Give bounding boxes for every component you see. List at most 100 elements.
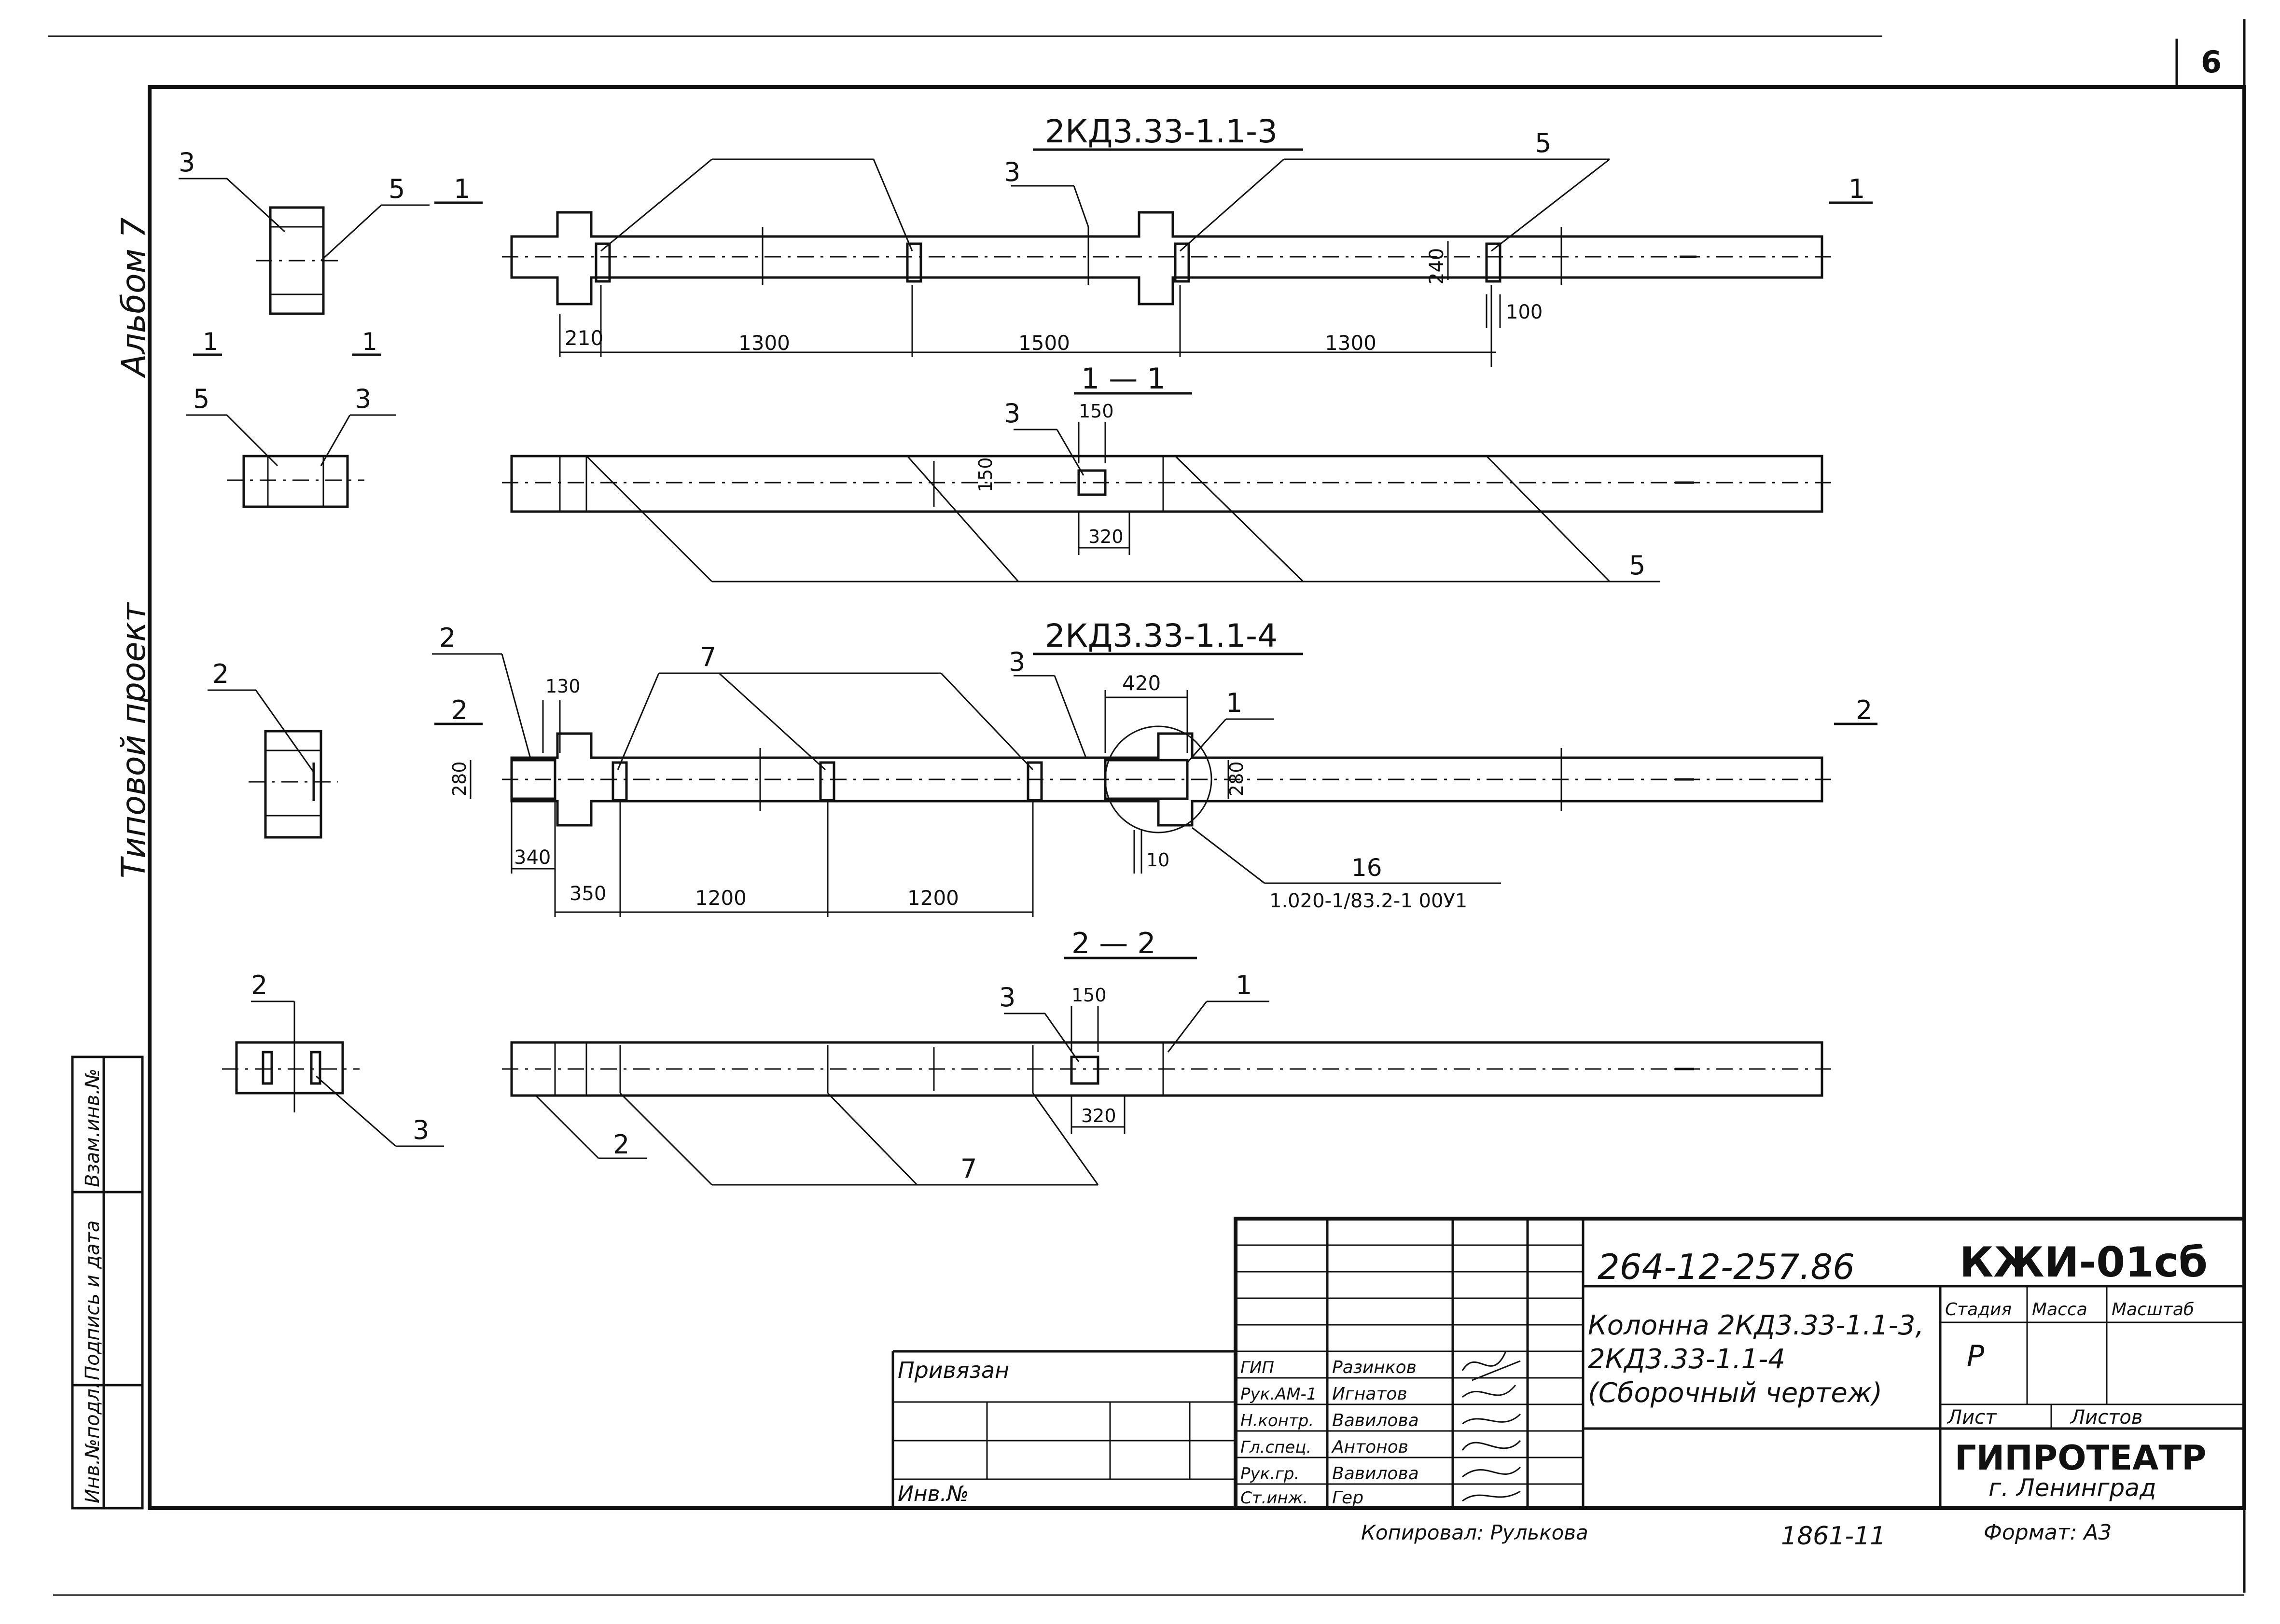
- callout-2-bottom: 2: [439, 623, 456, 653]
- sheet-code: КЖИ-01сб: [1960, 1238, 2208, 1287]
- dim-10: 10: [1146, 849, 1169, 871]
- callout-5-top: 5: [1535, 128, 1551, 158]
- dim-150-s1: 150: [1079, 401, 1114, 422]
- end-view-section-1: 5 3: [186, 384, 396, 508]
- stamp-sign-date: Подпись и дата: [82, 1221, 104, 1380]
- dim-1500: 1500: [1018, 331, 1070, 355]
- title-line-3: (Сборочный чертеж): [1588, 1377, 1882, 1409]
- mass-header: Масса: [2032, 1300, 2087, 1319]
- bottom-view-title: 2КД3.33-1.1-4: [1045, 617, 1278, 654]
- org-name: ГИПРОТЕАТР: [1955, 1438, 2206, 1478]
- callout-1-section2: 1: [1236, 970, 1252, 1000]
- svg-text:1: 1: [362, 328, 377, 356]
- dim-350: 350: [570, 883, 606, 905]
- section-1-title: 1 — 1: [1081, 362, 1166, 396]
- role-3: Гл.спец.: [1240, 1438, 1311, 1457]
- svg-text:1: 1: [1849, 174, 1865, 204]
- callout-2-section2: 2: [613, 1129, 629, 1160]
- svg-text:2: 2: [212, 659, 229, 689]
- dim-150-s2: 150: [1071, 985, 1107, 1006]
- section-2-title: 2 — 2: [1071, 927, 1156, 960]
- end-view-bottom: 2: [208, 659, 338, 839]
- title-block: [891, 1217, 2246, 1510]
- format-label: Формат: А3: [1984, 1520, 2112, 1545]
- dim-420: 420: [1122, 671, 1161, 695]
- dim-130: 130: [545, 676, 581, 697]
- name-1: Игнатов: [1332, 1384, 1407, 1404]
- name-4: Вавилова: [1332, 1464, 1419, 1484]
- role-5: Ст.инж.: [1240, 1488, 1308, 1508]
- name-5: Гер: [1332, 1488, 1363, 1508]
- section-mark-2-right: 2: [1834, 695, 1877, 725]
- callout-1-bottom: 1: [1226, 688, 1242, 718]
- section-mark-1-right: 1: [1829, 174, 1873, 204]
- svg-text:3: 3: [413, 1115, 429, 1145]
- dim-1200-a: 1200: [695, 886, 747, 910]
- sheet-number: 6: [2201, 44, 2222, 80]
- top-view-title: 2КД3.33-1.1-3: [1045, 113, 1278, 150]
- sheets-header: Листов: [2070, 1406, 2142, 1429]
- dim-240: 240: [1426, 248, 1448, 285]
- copied-by: Копировал: Рулькова: [1361, 1521, 1588, 1544]
- callout-5-end-top: 5: [389, 174, 405, 204]
- dim-1200-b: 1200: [907, 886, 959, 910]
- sheet-header: Лист: [1946, 1406, 1997, 1429]
- sheet-number-box: 6: [2177, 44, 2244, 88]
- svg-text:1: 1: [454, 174, 470, 204]
- dim-1300-a: 1300: [738, 331, 790, 355]
- column-plan-top: [502, 211, 1834, 305]
- end-view-top: 3 5 1 1: [179, 147, 430, 356]
- role-4: Рук.гр.: [1240, 1464, 1299, 1484]
- section-2-view: [502, 1041, 1834, 1097]
- stage-header: Стадия: [1945, 1300, 2012, 1319]
- dim-280-right: 280: [1226, 761, 1247, 796]
- scale-header: Масштаб: [2112, 1300, 2194, 1319]
- callout-5-section1: 5: [1629, 550, 1645, 581]
- dim-320-s2: 320: [1081, 1105, 1116, 1126]
- callout-3-end-top: 3: [179, 147, 195, 178]
- dim-150-s1-v: 150: [975, 457, 996, 492]
- title-line-1: Колонна 2КД3.33-1.1-3,: [1588, 1310, 1924, 1341]
- side-stamp: Инв.№подл. Подпись и дата Взам.инв.№: [71, 1055, 144, 1510]
- doc-code: 264-12-257.86: [1598, 1247, 1855, 1287]
- svg-text:2: 2: [451, 695, 468, 725]
- title-line-2: 2КД3.33-1.1-4: [1588, 1344, 1785, 1375]
- svg-text:3: 3: [1009, 647, 1025, 677]
- svg-text:1: 1: [203, 328, 218, 356]
- svg-text:3: 3: [999, 982, 1015, 1013]
- name-0: Разинков: [1332, 1358, 1417, 1377]
- svg-text:3: 3: [355, 384, 371, 414]
- svg-text:2: 2: [1856, 695, 1872, 725]
- dim-1300-b: 1300: [1325, 331, 1376, 355]
- svg-text:2: 2: [251, 970, 267, 1000]
- section-1-view: [502, 455, 1834, 513]
- end-view-section-2: 2 3: [222, 970, 444, 1147]
- detail-reference: 1.020-1/83.2-1 00У1: [1269, 890, 1467, 912]
- main-frame: [148, 85, 2246, 1510]
- dim-280-left: 280: [449, 761, 470, 796]
- album-label: Альбом 7: [115, 217, 153, 378]
- role-1: Рук.АМ-1: [1240, 1385, 1317, 1404]
- reg-number: 1861-11: [1781, 1522, 1886, 1551]
- column-plan-bottom: [502, 725, 1834, 833]
- svg-text:5: 5: [193, 384, 209, 414]
- inv-no-label: Инв.№: [898, 1482, 969, 1506]
- name-2: Вавилова: [1332, 1411, 1419, 1430]
- project-type-label: Типовой проект: [115, 602, 153, 878]
- detail-number: 16: [1351, 854, 1382, 882]
- stage-value: Р: [1967, 1339, 1985, 1373]
- name-3: Антонов: [1331, 1437, 1408, 1457]
- dim-340: 340: [514, 847, 551, 869]
- callout-3-top: 3: [1004, 157, 1020, 187]
- role-0: ГИП: [1240, 1358, 1274, 1377]
- org-city: г. Ленинград: [1988, 1474, 2156, 1502]
- section-mark-1-left: 1: [434, 174, 483, 204]
- stamp-inv-repl: Взам.инв.№: [82, 1069, 104, 1187]
- svg-text:3: 3: [1004, 398, 1020, 429]
- role-2: Н.контр.: [1240, 1411, 1314, 1430]
- section-mark-2-left: 2: [434, 695, 483, 725]
- dim-320-s1: 320: [1088, 526, 1124, 547]
- dim-210: 210: [565, 326, 603, 350]
- callout-7-bottom: 7: [700, 642, 716, 672]
